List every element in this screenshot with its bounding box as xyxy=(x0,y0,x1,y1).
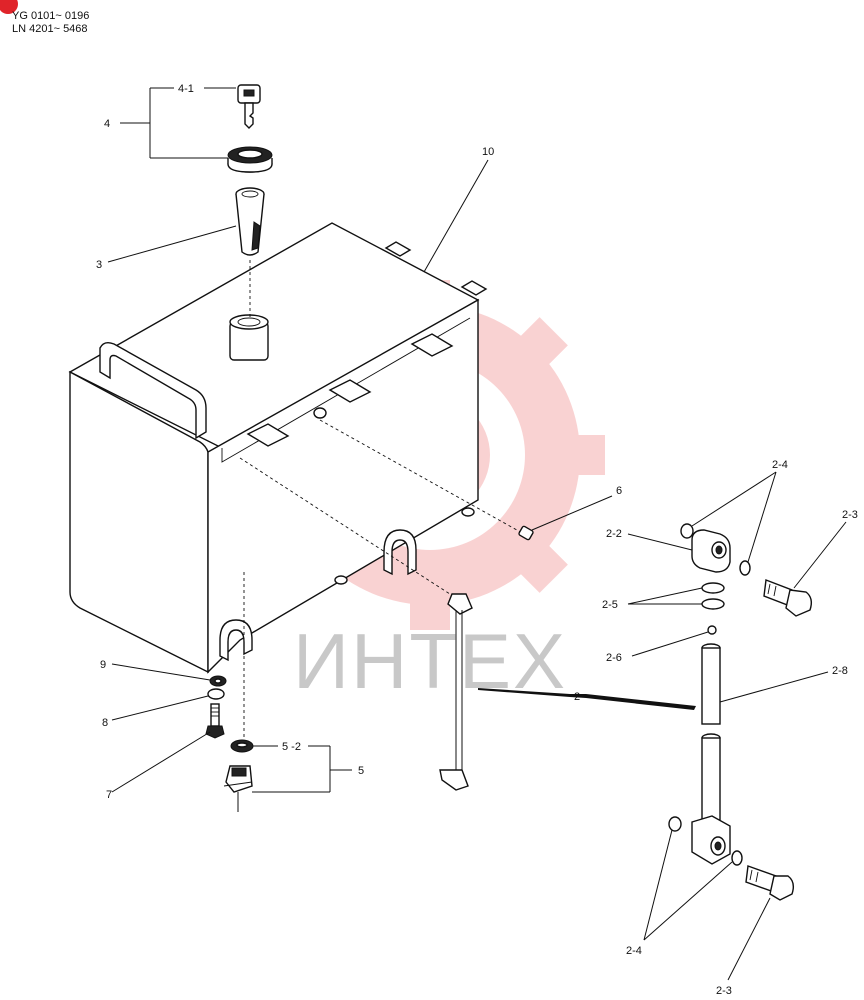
o-ring-icon xyxy=(701,598,725,610)
callout-5-2: 5 -2 xyxy=(282,741,301,753)
plug-icon xyxy=(518,525,534,541)
o-ring-icon xyxy=(739,560,751,576)
callout-6: 6 xyxy=(616,485,622,497)
banjo-bolt-icon xyxy=(763,579,813,617)
callout-4-1: 4-1 xyxy=(178,83,194,95)
o-ring-icon xyxy=(680,523,694,539)
strainer-icon xyxy=(235,187,265,256)
callout-2-5: 2-5 xyxy=(602,599,618,611)
callout-4: 4 xyxy=(104,118,110,130)
banjo-bolt-icon xyxy=(745,865,795,901)
o-ring-icon xyxy=(668,816,682,832)
lock-washer-icon xyxy=(207,688,225,700)
elbow-fitting-icon xyxy=(691,529,731,573)
serial-range-1: YG 0101~ 0196 xyxy=(12,10,89,22)
check-ball-icon xyxy=(707,625,717,635)
corner-mark-icon xyxy=(0,0,18,14)
drain-cock-icon xyxy=(223,765,253,812)
key-icon xyxy=(237,84,261,129)
callout-2-6: 2-6 xyxy=(606,652,622,664)
o-ring-icon xyxy=(731,850,743,866)
serial-range-2: LN 4201~ 5468 xyxy=(12,23,88,35)
callout-8: 8 xyxy=(102,717,108,729)
callout-3: 3 xyxy=(96,259,102,271)
sight-tube-icon xyxy=(701,643,721,821)
level-gauge-icon xyxy=(439,593,473,791)
callout-7: 7 xyxy=(106,789,112,801)
leader-lines xyxy=(107,87,847,981)
callout-2-8: 2-8 xyxy=(832,665,848,677)
fuel-cap-icon xyxy=(227,146,273,173)
callout-9: 9 xyxy=(100,659,106,671)
callout-2-3-lower: 2-3 xyxy=(716,985,732,997)
lower-elbow-icon xyxy=(691,815,731,865)
callout-2-4-lower: 2-4 xyxy=(626,945,642,957)
watermark-text: ИНТЕХ xyxy=(293,617,567,705)
callout-5: 5 xyxy=(358,765,364,777)
callout-2-2: 2-2 xyxy=(606,528,622,540)
o-ring-icon xyxy=(701,582,725,594)
callout-10: 10 xyxy=(482,146,494,158)
callout-2-3-upper: 2-3 xyxy=(842,509,858,521)
bolt-icon xyxy=(205,703,225,739)
callout-2-4-upper: 2-4 xyxy=(772,459,788,471)
callout-2: 2 xyxy=(574,691,580,703)
